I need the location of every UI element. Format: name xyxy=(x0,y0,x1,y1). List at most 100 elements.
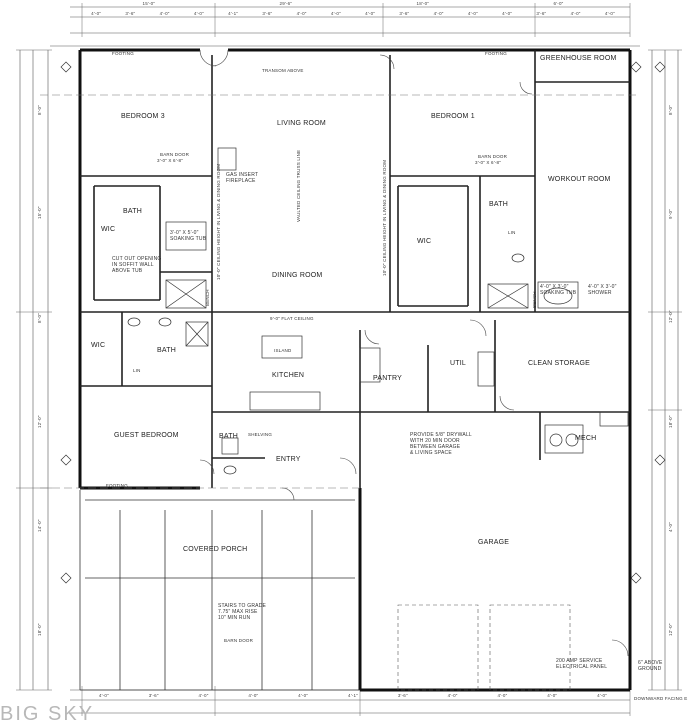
barn-door-label-entry: BARN DOOR xyxy=(224,638,254,643)
room-living: LIVING ROOM xyxy=(277,120,326,127)
dimension-label: 9'-0" xyxy=(668,209,673,220)
room-bath-right: BATH xyxy=(489,201,508,208)
flat-ceiling-note: 9'-0" FLAT CEILING xyxy=(270,316,314,321)
dimension-label: 18'-0" xyxy=(668,414,673,428)
room-clean-storage: CLEAN STORAGE xyxy=(528,360,590,367)
dimension-label: 4'-0" xyxy=(298,693,309,698)
grid-markers xyxy=(60,61,666,584)
fireplace-note: GAS INSERT FIREPLACE xyxy=(226,172,259,184)
dimension-label: 3'-6" xyxy=(397,693,408,698)
dimension-label: 4'-1" xyxy=(228,11,239,16)
dimension-label: 3'-6" xyxy=(536,11,547,16)
downward-note: DOWNWARD FACING E xyxy=(634,696,688,701)
transom-label: TRANSOM ABOVE xyxy=(262,68,304,73)
dimension-label: 4'-0" xyxy=(98,693,109,698)
dimension-label: 8'-0" xyxy=(668,105,673,116)
soaking-tub-left: 3'-0" X 5'-0" SOAKING TUB xyxy=(170,230,207,242)
dimension-label: 4'-0" xyxy=(296,11,307,16)
island-label: ISLAND xyxy=(274,348,292,353)
room-bath-guest: BATH xyxy=(219,433,238,440)
dimension-label: 4'-0" xyxy=(467,11,478,16)
dimension-label: 4'-0" xyxy=(497,693,508,698)
dimension-label: 4'-0" xyxy=(198,693,209,698)
barn-door-size-right: 3'-0" X 6'-8" xyxy=(475,160,502,165)
bench-label-left: BENCH xyxy=(205,289,210,306)
dimension-label: 18'-0" xyxy=(416,1,430,6)
dimension-label: 14'-0" xyxy=(37,519,42,532)
dimension-label: 4'-0" xyxy=(91,11,102,16)
footing-label-right: FOOTING xyxy=(485,51,507,56)
dimension-label: 4'-1" xyxy=(348,693,358,698)
dimension-label: 4'-0" xyxy=(597,693,608,698)
room-greenhouse: GREENHOUSE ROOM xyxy=(540,55,617,62)
dimension-label: 4'-0" xyxy=(159,11,170,16)
service-note: 200 AMP SERVICE ELECTRICAL PANEL xyxy=(556,658,608,670)
garage-doors xyxy=(397,604,571,691)
dimension-label: 12'-0" xyxy=(37,414,42,428)
dimension-label: 12'-0" xyxy=(668,623,673,636)
dining-ceiling-note: 10'-0" CEILING HEIGHT IN LIVING & DINING… xyxy=(216,163,221,280)
dimension-label: 6'-0" xyxy=(553,1,564,6)
drywall-note: PROVIDE 5/8" DRYWALL WITH 20 MIN DOOR BE… xyxy=(410,432,472,456)
dimension-label: 4'-0" xyxy=(604,11,615,16)
room-wic-left: WIC xyxy=(101,226,116,233)
room-mech: MECH xyxy=(575,435,597,442)
fixtures xyxy=(127,147,629,475)
room-bath-lower: BATH xyxy=(157,347,176,354)
room-kitchen: KITCHEN xyxy=(272,372,305,379)
dimension-label: 8'-0" xyxy=(37,105,42,116)
room-bedroom-3: BEDROOM 3 xyxy=(121,113,165,120)
room-bedroom-1: BEDROOM 1 xyxy=(431,113,475,120)
stairs-note: STAIRS TO GRADE 7.75" MAX RISE 10" MIN R… xyxy=(218,603,267,621)
dimension-label: 3'-6" xyxy=(399,11,410,16)
room-wic-lower: WIC xyxy=(91,342,106,349)
dimension-label: 29'-6" xyxy=(279,1,293,6)
dimension-label: 8'-0" xyxy=(37,313,42,324)
dimension-label: 3'-6" xyxy=(262,11,273,16)
dimension-label: 4'-0" xyxy=(330,11,341,16)
room-workout: WORKOUT ROOM xyxy=(548,176,611,183)
room-wic-right: WIC xyxy=(417,238,432,245)
barn-door-label-right: BARN DOOR xyxy=(478,154,508,159)
dimension-label: 3'-6" xyxy=(148,693,159,698)
dimension-label: 4'-0" xyxy=(502,11,513,16)
footing-label-left: FOOTING xyxy=(112,51,134,56)
cutout-note: CUT OUT OPENING IN SOFFIT WALL ABOVE TUB xyxy=(112,256,162,274)
vault-truss-note: VAULTED CEILING TRUSS LINE xyxy=(296,149,301,222)
room-util: UTIL xyxy=(450,360,466,367)
dimension-label: 3'-6" xyxy=(125,11,136,16)
bench-label-right: BENCH xyxy=(532,291,537,308)
room-pantry: PANTRY xyxy=(373,375,402,382)
dimension-label: 4'-0" xyxy=(447,693,458,698)
dimension-label: 4'-0" xyxy=(365,11,376,16)
shelving-label: SHELVING xyxy=(248,432,273,437)
room-dining: DINING ROOM xyxy=(272,272,323,279)
dimension-label: 4'-0" xyxy=(570,11,581,16)
dimension-label: 4'-0" xyxy=(248,693,259,698)
dimension-label: 18'-0" xyxy=(37,623,42,636)
ceiling-height-note: 10'-0" CEILING HEIGHT IN LIVING & DINING… xyxy=(382,159,387,276)
linen-label-right: LIN xyxy=(508,230,516,235)
footing-label-porch: FOOTING xyxy=(106,483,128,488)
dimension-label: 4'-0" xyxy=(193,11,204,16)
dimension-label: 12'-0" xyxy=(668,310,673,324)
watermark: BIG SKY xyxy=(0,703,95,725)
grade-note: 6" ABOVE GROUND xyxy=(638,660,663,672)
barn-door-label-left: BARN DOOR xyxy=(160,152,190,157)
room-garage: GARAGE xyxy=(478,539,510,546)
dimension-label: 4'-0" xyxy=(668,521,673,532)
dimension-label: 4'-0" xyxy=(433,11,444,16)
porch-structure xyxy=(79,490,360,691)
room-entry: ENTRY xyxy=(276,456,301,463)
dimension-label: 15'-0" xyxy=(142,1,156,6)
barn-door-size-left: 3'-0" X 6'-8" xyxy=(157,158,184,163)
exterior-walls xyxy=(78,48,632,692)
room-guest-bedroom: GUEST BEDROOM xyxy=(114,432,179,439)
room-covered-porch: COVERED PORCH xyxy=(183,546,248,553)
eave-line xyxy=(40,94,640,489)
linen-label-lower: LIN xyxy=(133,368,141,373)
soaking-tub-right: 4'-0" X 3'-0" SOAKING TUB xyxy=(540,284,577,296)
shower-note: 4'-0" X 3'-0" SHOWER xyxy=(588,284,617,296)
door-swings xyxy=(199,49,629,657)
